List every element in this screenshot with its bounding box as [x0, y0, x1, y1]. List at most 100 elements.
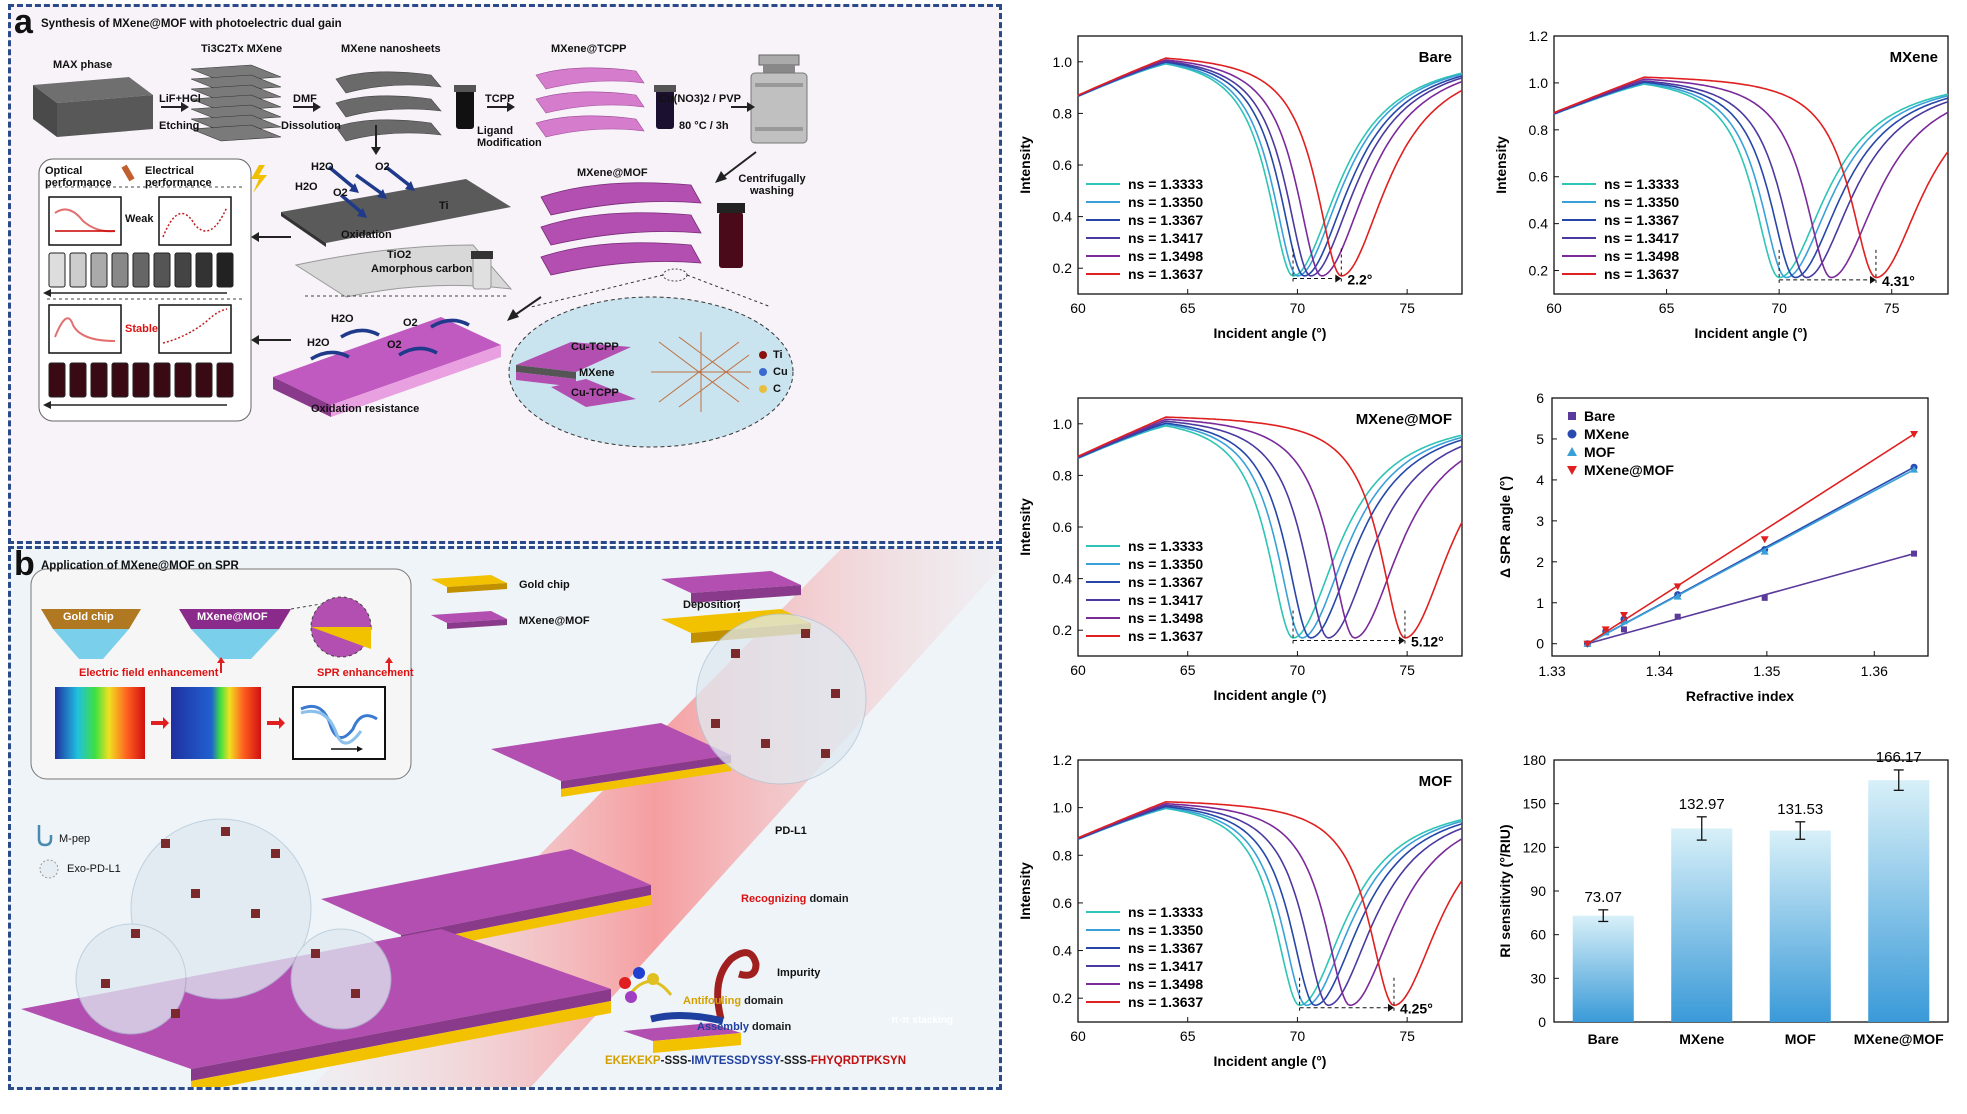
label-stable: Stable — [125, 323, 159, 335]
series-line — [1077, 802, 1463, 1007]
y-tick-label: 1 — [1536, 595, 1544, 611]
data-point — [1601, 626, 1610, 634]
y-tick-label: 1.2 — [1529, 28, 1549, 44]
fit-line — [1587, 433, 1915, 645]
panel-b-letter: b — [14, 545, 35, 583]
series-line — [1077, 420, 1463, 639]
y-tick-label: 0.6 — [1053, 157, 1073, 173]
y-tick-label: 0.4 — [1053, 943, 1073, 959]
series-line — [1077, 422, 1463, 639]
y-tick-label: 0.2 — [1529, 263, 1549, 279]
y-tick-label: 0.4 — [1053, 209, 1073, 225]
series-line — [1077, 57, 1463, 277]
vial — [195, 252, 213, 288]
x-tick-label: 75 — [1399, 662, 1415, 678]
vial — [132, 362, 150, 398]
y-tick-label: 0.2 — [1053, 622, 1073, 638]
data-point — [1583, 640, 1592, 648]
label-etching: Etching — [159, 120, 200, 132]
vial — [216, 362, 234, 398]
vial — [174, 252, 192, 288]
legend-label: ns = 1.3637 — [1128, 628, 1203, 644]
x-axis-label: Incident angle (°) — [1214, 325, 1327, 341]
panel-b-title: Application of MXene@MOF on SPR — [41, 560, 239, 572]
seq-part-4: -SSS- — [780, 1055, 811, 1067]
x-tick-label: 65 — [1180, 1028, 1196, 1044]
x-axis-label: Refractive index — [1686, 688, 1794, 704]
y-tick-label: 2 — [1536, 554, 1544, 570]
label-dissolution: Dissolution — [281, 120, 341, 132]
peptide-sequence: EKEKEKP-SSS-IMVTESSDYSSY-SSS-FHYQRDTPKSY… — [605, 1055, 906, 1067]
y-axis-label: Intensity — [1017, 862, 1033, 920]
label-h2o-3: H2O — [331, 313, 354, 325]
shift-annotation: 5.12° — [1411, 634, 1444, 650]
x-axis-label: Incident angle (°) — [1695, 325, 1808, 341]
y-tick-label: 90 — [1530, 883, 1546, 899]
vial — [153, 362, 171, 398]
label-tio2: TiO2 — [387, 249, 412, 261]
legend-label: ns = 1.3333 — [1128, 176, 1203, 192]
y-tick-label: 1.0 — [1053, 416, 1073, 432]
label-h2o-1: H2O — [311, 161, 334, 173]
label-cu-pvp: Cu(NO3)2 / PVP — [659, 93, 741, 105]
legend-gold-chip: Gold chip — [519, 579, 570, 591]
y-tick-label: 180 — [1523, 752, 1547, 768]
label-oxidation-resistance: Oxidation resistance — [311, 403, 420, 415]
label-tcpp: TCPP — [485, 93, 515, 105]
legend-label: ns = 1.3367 — [1128, 940, 1203, 956]
legend-label: ns = 1.3498 — [1128, 976, 1203, 992]
plot-frame — [1077, 35, 1463, 295]
label-h2o-4: H2O — [307, 337, 330, 349]
panel-a-box: a Synthesis of MXene@MOF with photoelect… — [8, 3, 1002, 544]
bar-value-label: 131.53 — [1777, 801, 1823, 818]
shift-annotation: 4.31° — [1882, 273, 1915, 289]
label-mxene-mid: MXene — [579, 367, 615, 379]
label-lif-hcl: LiF+HCl — [159, 93, 201, 105]
label-h2o-2: H2O — [295, 181, 318, 193]
x-tick-label: 70 — [1290, 300, 1306, 316]
legend-label: ns = 1.3350 — [1128, 556, 1203, 572]
y-axis-label: Intensity — [1017, 136, 1033, 194]
legend-cu: Cu — [773, 366, 788, 378]
label-deposition: Deposition — [683, 599, 740, 611]
x-tick-label: 1.34 — [1646, 663, 1673, 679]
x-tick-label: Bare — [1588, 1031, 1619, 1047]
legend-label: ns = 1.3367 — [1604, 212, 1679, 228]
bar — [1572, 915, 1634, 1022]
x-tick-label: 70 — [1771, 300, 1787, 316]
shift-annotation: 2.2° — [1347, 272, 1372, 288]
legend-label: ns = 1.3350 — [1128, 922, 1203, 938]
shift-annotation: 4.25° — [1400, 1001, 1433, 1017]
label-antifouling: Antifouling — [683, 995, 742, 1007]
y-tick-label: 0.4 — [1529, 216, 1549, 232]
panel-b-illustration — [21, 549, 999, 1087]
label-o2-3: O2 — [403, 317, 418, 329]
label-domain-2: domain — [744, 995, 784, 1007]
shift-arrowhead — [1387, 1003, 1394, 1012]
y-axis-label: Intensity — [1017, 498, 1033, 556]
y-tick-label: 0.4 — [1053, 571, 1073, 587]
data-point — [1910, 465, 1919, 473]
legend-label: ns = 1.3637 — [1604, 266, 1679, 282]
x-tick-label: MOF — [1785, 1031, 1817, 1047]
label-mxene-mof: MXene@MOF — [577, 167, 648, 179]
x-tick-label: 60 — [1070, 1028, 1086, 1044]
label-optical: Optical performance — [45, 165, 112, 189]
legend-label: ns = 1.3333 — [1128, 538, 1203, 554]
label-centrifugal: Centrifugally washing — [738, 173, 806, 197]
plot-frame — [1077, 759, 1463, 1023]
legend-mpep: M-pep — [59, 833, 91, 845]
x-tick-label: 65 — [1180, 300, 1196, 316]
bar-value-label: 166.17 — [1876, 752, 1922, 766]
series-line — [1077, 416, 1463, 639]
x-tick-label: 75 — [1399, 300, 1415, 316]
series-line — [1077, 59, 1463, 277]
y-tick-label: 0.8 — [1053, 467, 1073, 483]
panel-a-illustration — [33, 54, 808, 448]
seq-part-1: EKEKEKP — [605, 1055, 661, 1067]
y-tick-label: 0.8 — [1053, 847, 1073, 863]
y-tick-label: 0.6 — [1053, 519, 1073, 535]
x-tick-label: 75 — [1884, 300, 1900, 316]
x-tick-label: 60 — [1070, 300, 1086, 316]
